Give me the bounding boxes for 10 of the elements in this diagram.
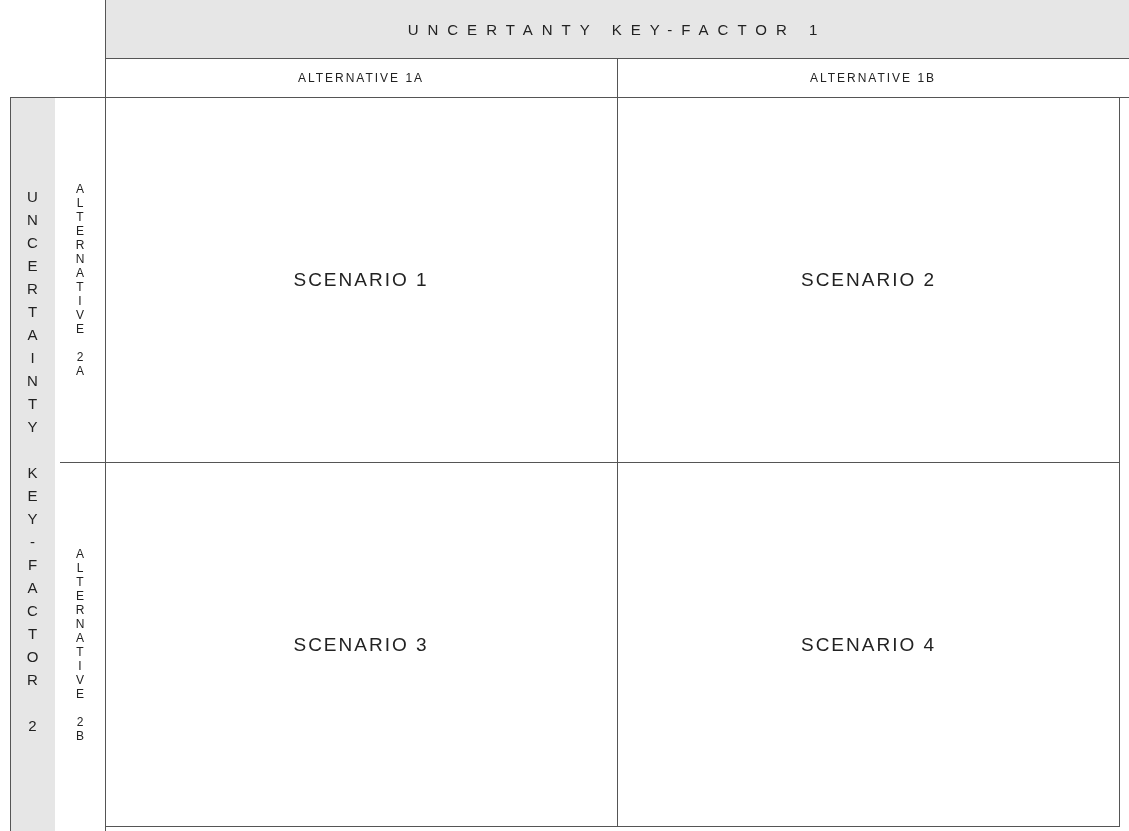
- scenario-label: SCENARIO 2: [800, 268, 937, 291]
- row-header-title: UNCERTAINTY KEY-FACTOR 2: [24, 188, 41, 740]
- row-heading: ALTERNATIVE 2A: [74, 181, 86, 378]
- column-heading: ALTERNATIVE 1A: [297, 71, 425, 85]
- row-heading: ALTERNATIVE 2B: [74, 546, 86, 743]
- scenario-label: SCENARIO 1: [293, 268, 429, 291]
- scenario-label: SCENARIO 4: [800, 633, 937, 656]
- scenario-label: SCENARIO 3: [293, 633, 429, 656]
- header-title: UNCERTANTY KEY-FACTOR 1: [407, 20, 827, 38]
- column-heading: ALTERNATIVE 1B: [809, 71, 937, 85]
